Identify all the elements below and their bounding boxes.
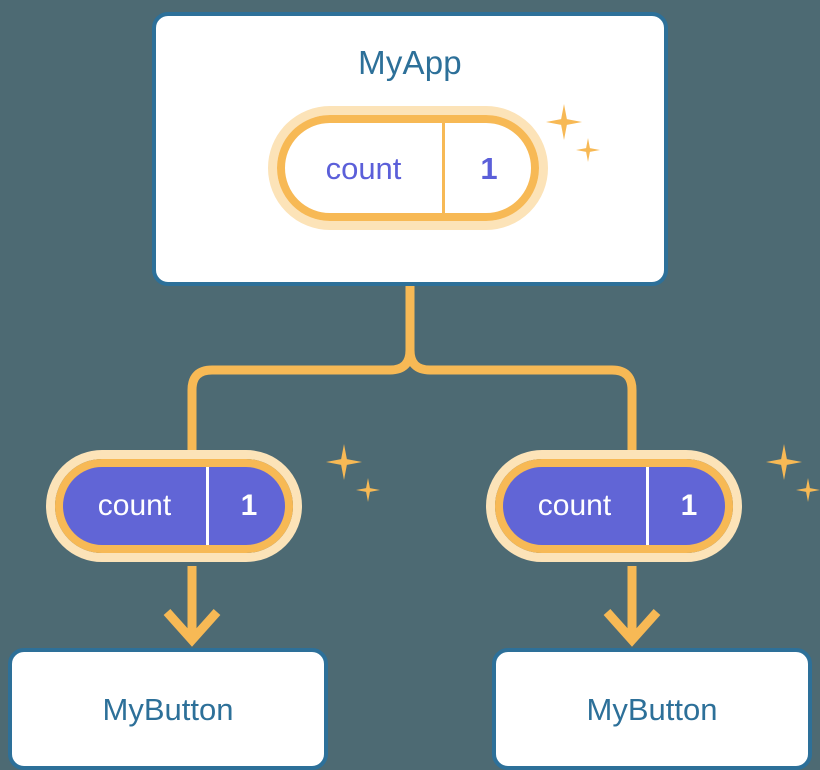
app-card-title: MyApp — [358, 44, 462, 81]
right-state-pill-body: count 1 — [495, 459, 733, 553]
right-state-pill-key: count — [503, 467, 649, 545]
app-state-pill[interactable]: count 1 — [268, 106, 548, 230]
connector-split-to-left — [187, 349, 415, 462]
app-state-pill-ring: count 1 — [268, 106, 548, 230]
left-button-card-title: MyButton — [102, 691, 234, 727]
left-state-pill-body: count 1 — [55, 459, 293, 553]
left-state-pill-value: 1 — [240, 489, 258, 522]
left-state-pill-ring: count 1 — [46, 450, 302, 562]
right-state-pill-value: 1 — [680, 489, 698, 522]
left-state-pill[interactable]: count 1 — [46, 450, 302, 562]
right-state-pill[interactable]: count 1 — [486, 450, 742, 562]
app-state-pill-key: count — [285, 123, 445, 213]
app-state-pill-value: 1 — [480, 150, 498, 186]
right-button-card[interactable]: MyButton — [492, 648, 812, 770]
connector-split-to-right — [405, 349, 637, 462]
left-button-card[interactable]: MyButton — [8, 648, 328, 770]
arrowhead-left-icon — [163, 609, 221, 647]
left-state-pill-key: count — [63, 467, 209, 545]
app-state-pill-body: count 1 — [277, 115, 539, 221]
arrowhead-right-icon — [603, 609, 661, 647]
right-state-pill-ring: count 1 — [486, 450, 742, 562]
right-button-card-title: MyButton — [586, 691, 718, 727]
